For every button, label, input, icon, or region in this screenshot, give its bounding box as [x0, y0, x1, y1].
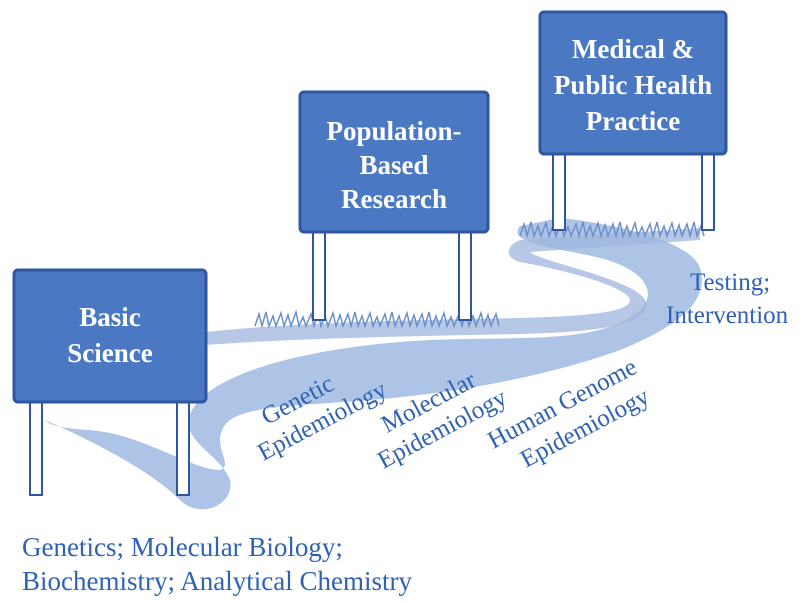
post-right: [176, 394, 190, 496]
signboard: [12, 268, 208, 404]
sign-line: Medical &: [572, 34, 694, 64]
sign-line: Practice: [586, 106, 680, 136]
label-line: Testing;: [690, 269, 770, 296]
sign-line: Science: [67, 338, 152, 368]
sign-line: Public Health: [554, 70, 712, 100]
winding-path: [45, 218, 702, 510]
label-testing-intervention: Testing; Intervention: [666, 269, 789, 329]
sign-line: Based: [359, 150, 428, 180]
bottom-label-line: Biochemistry; Analytical Chemistry: [22, 566, 412, 596]
post-left: [552, 147, 566, 231]
sign-population-research: Population- Based Research: [298, 90, 490, 321]
post-right: [701, 147, 715, 231]
sign-line: Research: [341, 184, 447, 214]
signboard: [298, 90, 490, 234]
path-edge: [205, 228, 700, 345]
sign-line: Population-: [326, 116, 461, 146]
path-shape: [45, 218, 702, 510]
sign-basic-science: Basic Science: [12, 268, 208, 496]
post-right: [458, 224, 472, 321]
sign-line: Basic: [79, 302, 141, 332]
signboard: [538, 10, 728, 156]
post-left: [29, 394, 43, 496]
bottom-labels: Genetics; Molecular Biology; Biochemistr…: [22, 532, 412, 596]
bottom-label-line: Genetics; Molecular Biology;: [22, 532, 343, 562]
label-line: Intervention: [666, 302, 789, 329]
post-left: [312, 224, 326, 321]
sign-public-health-practice: Medical & Public Health Practice: [538, 10, 728, 231]
